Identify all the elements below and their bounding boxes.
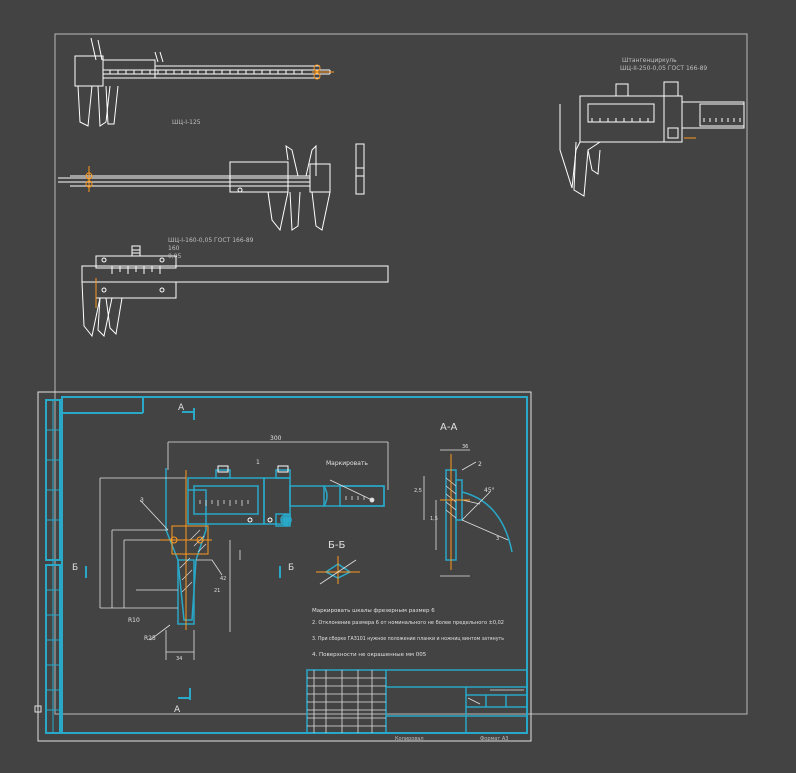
middle-view-label-1: ШЦ-I-160-0,05 ГОСТ 166-89 [168,237,254,244]
note-line-3: 3. При сборке ГАЗ101 нужное положение пл… [312,636,504,642]
paper-sheet-border [37,391,532,742]
dim-36-label: 36 [462,444,468,450]
top-right-view-label-1: Штангенциркуль [622,57,677,64]
cut-a-top-label: А [178,403,185,413]
cut-b-left-label: Б [72,563,78,573]
note-line-2: 2. Отклонение размера 6 от номинального … [312,620,504,626]
dim-angle-label: 45° [484,487,495,494]
dim-21-label: 21 [214,588,220,594]
top-right-view-label-2: ШЦ-II-250-0,05 ГОСТ 166-89 [620,65,707,72]
section-a-a-axis [440,454,470,570]
top-left-view-label: ШЦ-I-125 [172,119,201,126]
main-caliper-axes [160,470,212,630]
section-b-title: Б-Б [328,540,345,551]
note-line-1: Маркировать шкалы фрезерным размер 6 [312,608,435,614]
footer-copied-label: Копировал [395,736,424,742]
middle-view-label-3: 0,05 [168,253,182,260]
middle-view-label-2: 160 [168,245,180,252]
title-block-grid [307,670,524,733]
callout-3-label: 3 [140,497,144,504]
caliper-view-top-left[interactable] [74,37,334,127]
dim-section-4-label: 3 [496,536,499,542]
cutting-plane-markers [85,408,281,700]
section-a-title: А-А [440,422,457,433]
footer-format-label: Формат А3 [480,736,508,742]
dim-r10-label: R10 [128,617,140,624]
title-block[interactable] [306,669,528,734]
caliper-view-top-right[interactable] [559,81,745,197]
screw-knob [282,516,290,524]
dim-section-2-label: 2,5 [414,488,422,494]
ucs-icon [34,700,76,742]
caliper-view-middle[interactable] [58,143,365,232]
callout-1-label: 1 [256,459,260,466]
dim-overall-label: 300 [270,435,282,442]
dim-r25-label: R25 [144,635,156,642]
dim-34-label: 34 [176,656,182,662]
main-caliper-screws [217,465,289,523]
dim-42-label: 42 [220,576,226,582]
marking-label: Маркировать [326,460,368,467]
cut-b-right-label: Б [288,563,294,573]
left-binding-strip [46,400,60,733]
dim-section-3-label: 1,5 [430,516,438,522]
callout-2-label: 2 [478,461,482,468]
caliper-view-front[interactable] [81,245,389,338]
section-b-b-axis [316,556,360,585]
main-caliper-hatch [179,529,207,593]
note-line-4: 4. Поверхности не окрашенные мм 005 [312,652,427,658]
model-sheet-border [54,33,748,715]
cut-a-bottom-label: А [174,705,181,715]
